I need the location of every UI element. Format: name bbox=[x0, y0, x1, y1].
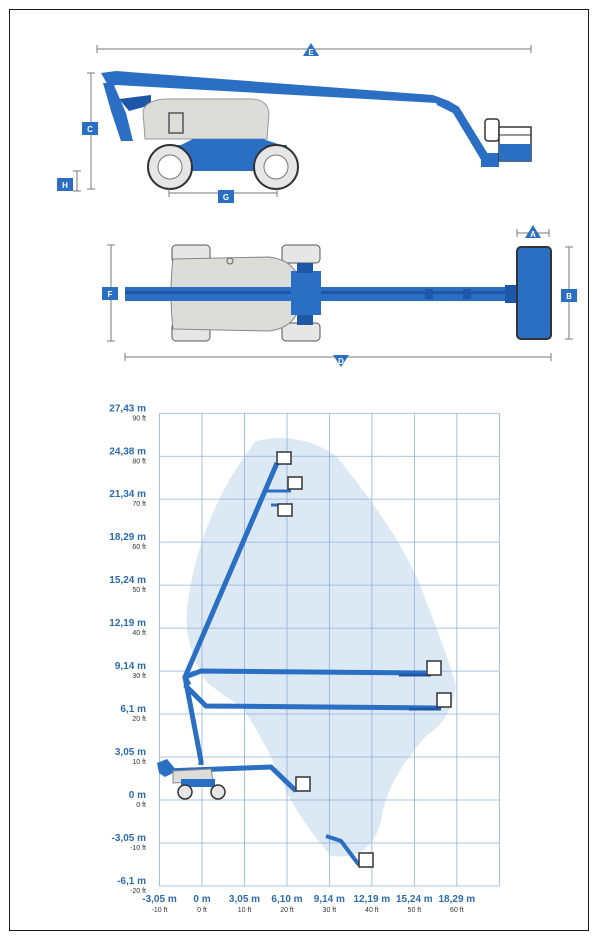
dimension-f-marker: F bbox=[102, 287, 118, 300]
boom-outreach-high bbox=[184, 660, 442, 680]
y-tick-label-ft: 90 ft bbox=[132, 415, 146, 422]
x-tick-label-ft: 40 ft bbox=[365, 907, 379, 914]
x-tick-label-m: 6,10 m bbox=[271, 894, 302, 905]
dimension-g-marker: G bbox=[218, 190, 234, 203]
x-tick-label-m: 9,14 m bbox=[314, 894, 345, 905]
y-tick-label-m: 0 m bbox=[129, 790, 146, 801]
y-tick-label-ft: 30 ft bbox=[132, 673, 146, 680]
grid-vertical-lines bbox=[159, 413, 500, 886]
x-tick-label-ft: 50 ft bbox=[408, 907, 422, 914]
svg-text:E: E bbox=[308, 48, 314, 57]
y-tick-label-ft: -10 ft bbox=[130, 845, 146, 852]
x-tick-label-ft: 30 ft bbox=[323, 907, 337, 914]
boom-lift-side-view: E C H bbox=[57, 43, 532, 203]
dimension-d-marker: D bbox=[333, 355, 349, 367]
svg-text:F: F bbox=[108, 290, 113, 299]
svg-text:A: A bbox=[530, 230, 536, 239]
y-tick-label-ft: 40 ft bbox=[132, 630, 146, 637]
svg-text:D: D bbox=[338, 357, 344, 366]
platform-basket-icon bbox=[484, 118, 532, 162]
x-tick-label-m: -3,05 m bbox=[142, 894, 177, 905]
y-tick-label-m: 27,43 m bbox=[109, 403, 146, 414]
svg-text:G: G bbox=[223, 193, 229, 202]
platform-basket-icon bbox=[276, 451, 303, 517]
x-tick-label-m: 15,24 m bbox=[396, 894, 433, 905]
dimension-e-marker: E bbox=[303, 43, 319, 57]
dimension-b-marker: B bbox=[561, 289, 577, 302]
y-tick-label-m: 3,05 m bbox=[115, 747, 146, 758]
y-tick-label-ft: 50 ft bbox=[132, 587, 146, 594]
spec-sheet-frame: E C H bbox=[9, 9, 589, 931]
x-axis-labels: -3,05 m -10 ft 0 m 0 ft 3,05 m 10 ft 6,10 m 20 … bbox=[142, 894, 475, 914]
y-tick-label-m: 6,1 m bbox=[120, 704, 146, 715]
dimension-c-marker: C bbox=[82, 122, 99, 135]
x-tick-label-m: 18,29 m bbox=[439, 894, 476, 905]
y-tick-label-ft: 0 ft bbox=[136, 802, 146, 809]
working-range-chart: 27,43 m90 ft 24,38 m80 ft 21,34 m70 ft 18,2… bbox=[109, 403, 500, 914]
y-tick-label-ft: 70 ft bbox=[132, 501, 146, 508]
x-tick-label-m: 0 m bbox=[193, 894, 210, 905]
y-tick-label-m: 24,38 m bbox=[109, 446, 146, 457]
dimension-a-marker: A bbox=[525, 225, 541, 239]
x-tick-label-ft: -10 ft bbox=[152, 907, 168, 914]
y-tick-label-m: -3,05 m bbox=[112, 833, 147, 844]
y-tick-label-ft: 10 ft bbox=[132, 759, 146, 766]
boom-lift-top-view: A F B bbox=[102, 225, 577, 367]
x-tick-label-ft: 20 ft bbox=[280, 907, 294, 914]
y-tick-label-m: 21,34 m bbox=[109, 489, 146, 500]
y-tick-label-m: -6,1 m bbox=[117, 876, 146, 887]
boom-outreach-low bbox=[183, 683, 452, 711]
y-tick-label-ft: -20 ft bbox=[130, 888, 146, 895]
y-tick-label-m: 15,24 m bbox=[109, 575, 146, 586]
dimension-h-marker: H bbox=[57, 178, 73, 191]
x-tick-label-m: 12,19 m bbox=[354, 894, 391, 905]
x-tick-label-ft: 0 ft bbox=[197, 907, 207, 914]
working-envelope bbox=[186, 438, 456, 857]
x-tick-label-m: 3,05 m bbox=[229, 894, 260, 905]
y-tick-label-m: 18,29 m bbox=[109, 532, 146, 543]
svg-text:C: C bbox=[87, 125, 93, 134]
y-tick-label-ft: 80 ft bbox=[132, 458, 146, 465]
y-axis-labels: 27,43 m90 ft 24,38 m80 ft 21,34 m70 ft 18,2… bbox=[109, 403, 146, 895]
svg-text:H: H bbox=[62, 181, 68, 190]
y-tick-label-m: 12,19 m bbox=[109, 618, 146, 629]
boom-lift-diagram: E C H bbox=[57, 43, 577, 914]
y-tick-label-m: 9,14 m bbox=[115, 661, 146, 672]
y-tick-label-ft: 60 ft bbox=[132, 544, 146, 551]
x-tick-label-ft: 10 ft bbox=[238, 907, 252, 914]
svg-text:B: B bbox=[566, 292, 572, 301]
boom-lift-side-view bbox=[157, 759, 226, 800]
y-tick-label-ft: 20 ft bbox=[132, 716, 146, 723]
x-tick-label-ft: 60 ft bbox=[450, 907, 464, 914]
